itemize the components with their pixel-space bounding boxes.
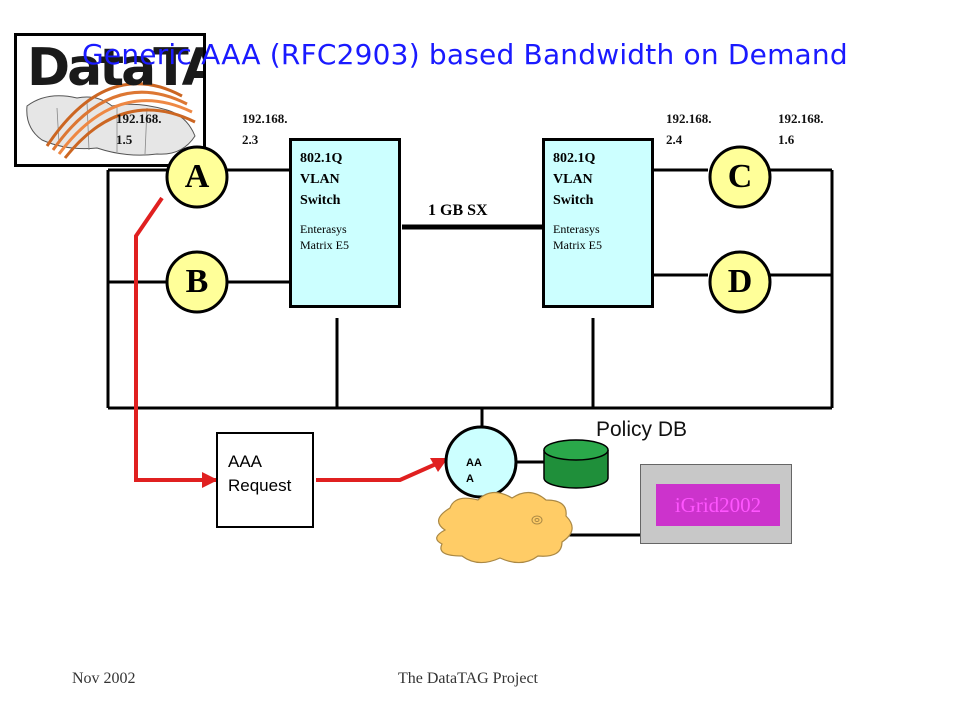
ip-label-c-line1: 192.168.	[666, 111, 712, 126]
request-arrowhead-1	[202, 472, 218, 488]
ip-label-c-line2: 2.4	[666, 132, 683, 147]
switch-right-line1: 802.1Q	[553, 151, 596, 166]
ip-label-d-line1: 192.168.	[778, 111, 824, 126]
vlan-switch-left: 802.1Q VLAN Switch Enterasys Matrix E5	[289, 138, 401, 308]
node-d-circle	[708, 250, 772, 314]
switch-left-line1: 802.1Q	[300, 151, 343, 166]
switch-left-line2: VLAN	[300, 172, 340, 187]
switch-left-line3: Switch	[300, 193, 341, 208]
network-cloud-icon	[436, 491, 573, 564]
request-path-line-2	[316, 462, 437, 482]
igrid-label: iGrid2002	[656, 484, 780, 526]
ip-label-a-line2: 1.5	[116, 132, 133, 147]
policy-db-label: Policy DB	[596, 418, 688, 441]
policy-db-cylinder	[543, 439, 609, 489]
node-d-label: D	[727, 263, 753, 300]
switch-right-line2: VLAN	[553, 172, 593, 187]
ip-label-d: 192.168. 1.6	[778, 108, 824, 150]
logo-map-graphic	[26, 82, 196, 159]
node-b-label: B	[185, 263, 209, 300]
ip-label-a: 192.168. 1.5	[116, 108, 162, 150]
node-a-circle	[165, 145, 229, 209]
trunk-link-label: 1 GB SX	[428, 202, 488, 219]
switch-right-vendor2: Matrix E5	[553, 238, 602, 252]
ip-label-b: 192.168. 2.3	[242, 108, 288, 150]
aaa-request-line2: Request	[228, 476, 292, 495]
node-c-label: C	[727, 158, 753, 195]
aaa-request-box: AAA Request	[216, 432, 314, 528]
slide-title: Generic AAA (RFC2903) based Bandwidth on…	[82, 38, 848, 71]
ip-label-a-line1: 192.168.	[116, 111, 162, 126]
footer-date: Nov 2002	[72, 670, 136, 687]
logo-text: DataTAG	[27, 38, 203, 98]
datatag-logo: DataTAG	[14, 33, 206, 167]
request-path-line	[134, 196, 216, 482]
node-a-label: A	[184, 158, 210, 195]
switch-right-line3: Switch	[553, 193, 594, 208]
aaa-server-label-line2: A	[466, 473, 474, 485]
switch-left-vendor2: Matrix E5	[300, 238, 349, 252]
node-c-circle	[708, 145, 772, 209]
switch-left-vendor1: Enterasys	[300, 222, 347, 236]
ip-label-b-line1: 192.168.	[242, 111, 288, 126]
request-arrowhead-2	[430, 458, 448, 472]
switch-right-vendor1: Enterasys	[553, 222, 600, 236]
aaa-request-line1: AAA	[228, 452, 263, 471]
aaa-server-label-line1: AA	[466, 457, 482, 469]
ip-label-c: 192.168. 2.4	[666, 108, 712, 150]
footer-project: The DataTAG Project	[398, 670, 538, 687]
aaa-server-label: AA A	[466, 455, 482, 487]
vlan-switch-right: 802.1Q VLAN Switch Enterasys Matrix E5	[542, 138, 654, 308]
ip-label-b-line2: 2.3	[242, 132, 259, 147]
node-b-circle	[165, 250, 229, 314]
ip-label-d-line2: 1.6	[778, 132, 795, 147]
